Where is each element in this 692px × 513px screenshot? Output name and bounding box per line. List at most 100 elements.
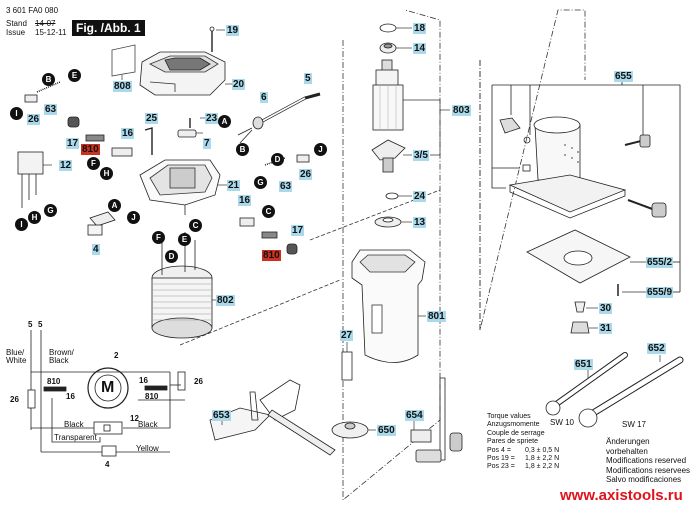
connector-F-coil: F [152,231,165,244]
wire-transparent: Transparent [54,433,97,442]
part-label-63-right[interactable]: 63 [279,181,293,192]
connector-26-right [296,154,310,163]
part-label-24[interactable]: 24 [413,191,427,202]
modifications-de: Änderungen vorbehalten [606,437,650,456]
part-label-651[interactable]: 651 [574,359,593,370]
motor-ref: 2 [114,351,119,360]
wiring-brush-810-left: 810 [47,377,61,386]
torque-values-block: Torque values Anzugsmomente Couple de se… [487,413,559,472]
part-label-6[interactable]: 6 [260,92,268,103]
part-number: 3 601 FA0 080 [6,6,59,15]
modifications-en: Modifications reserved [606,456,687,465]
motor-circle [87,367,129,409]
part-label-23[interactable]: 23 [205,113,219,124]
part-label-26-left[interactable]: 26 [27,114,41,125]
modifications-fr: Modifications reservees [606,465,691,475]
stand-label: Stand [6,19,27,28]
bearing-14 [379,42,397,54]
part-label-17-left[interactable]: 17 [66,138,80,149]
part-label-26-right[interactable]: 26 [299,169,313,180]
part-label-20[interactable]: 20 [232,79,246,90]
part-label-810-left[interactable]: 810 [81,144,100,155]
brush-holder-16-left [111,147,133,157]
part-label-27[interactable]: 27 [340,330,354,341]
part-label-21[interactable]: 21 [227,180,241,191]
circlip-24 [385,192,399,200]
modifications-es: Salvo modificaciones [606,475,682,484]
carbon-brush-810-left [85,134,105,142]
wiring-cap-26-left: 26 [10,395,19,404]
part-label-801[interactable]: 801 [427,311,446,322]
torque-row: Pos 4 =0,3 ± 0,5 N [487,446,560,454]
part-label-655-9[interactable]: 655/9 [646,287,674,298]
part-label-12[interactable]: 12 [59,160,73,171]
guide-adapter-654 [410,377,463,463]
router-base-655 [499,116,667,219]
wiring-holder-16-right: 16 [139,376,148,385]
part-label-655-2[interactable]: 655/2 [646,257,674,268]
part-label-19[interactable]: 19 [226,25,240,36]
torque-row: Pos 19 =1,8 ± 2,2 N [487,455,560,463]
connector-F-left: F [87,157,100,170]
modifications-notice: Änderungen vorbehalten Modifications res… [606,437,692,485]
wire-black-right: Black [138,420,158,429]
issue-label: Issue [6,28,26,37]
figure-title: Fig. /Abb. 1 [72,20,145,36]
part-label-810-right[interactable]: 810 [262,250,281,261]
part-label-650[interactable]: 650 [377,425,396,436]
wiring-switch-4: 4 [105,460,110,469]
part-label-25[interactable]: 25 [145,113,159,124]
part-label-652[interactable]: 652 [647,343,666,354]
wrench-651 [545,352,628,416]
connector-C-right: C [262,205,275,218]
label-plate-808 [111,44,136,77]
capacitor-26-right [177,371,186,391]
part-label-16-left[interactable]: 16 [121,128,135,139]
connector-D-coil: D [165,250,178,263]
part-label-7[interactable]: 7 [203,138,211,149]
template-guide-650 [331,421,369,439]
wiring-terminal-5-left: 5 [28,320,33,329]
switch-4 [87,211,116,236]
stand-value: 14-07 [35,19,56,28]
part-label-803[interactable]: 803 [452,105,471,116]
housing-cap-20 [139,51,226,96]
website-link[interactable]: www.axistools.ru [560,487,683,504]
brush-cap-17-left [67,116,80,128]
hex-key-25 [144,127,153,155]
part-label-5[interactable]: 5 [304,73,312,84]
part-label-63-left[interactable]: 63 [44,104,58,115]
part-label-31[interactable]: 31 [599,323,613,334]
part-label-808[interactable]: 808 [113,81,132,92]
part-label-13[interactable]: 13 [413,217,427,228]
connector-E-coil: E [178,233,191,246]
torque-title-fr: Couple de serrage [487,429,545,437]
switch-symbol [101,445,117,457]
wiring-terminal-5-right: 5 [38,320,43,329]
wire-yellow: Yellow [136,444,159,453]
torque-row: Pos 23 =1,8 ± 2,2 N [487,463,560,471]
suppressor-12 [17,151,44,208]
part-label-3-5[interactable]: 3/5 [413,150,429,161]
torque-title-es: Pares de spriete [487,438,538,446]
part-label-653[interactable]: 653 [212,410,231,421]
circlip-18 [379,23,397,33]
connector-26-left [24,94,38,103]
connector-B-right: B [236,143,249,156]
part-label-655[interactable]: 655 [614,71,633,82]
wiring-suppressor-12: 12 [130,414,139,423]
capacitor-26-left [27,389,36,409]
part-label-18[interactable]: 18 [413,23,427,34]
part-label-17-right[interactable]: 17 [291,225,305,236]
connector-H-top: H [100,167,113,180]
wire-black-left: Black [64,420,84,429]
part-label-4[interactable]: 4 [92,244,100,255]
part-label-802[interactable]: 802 [216,295,235,306]
wire-blue-white: Blue/ White [6,348,27,365]
part-label-30[interactable]: 30 [599,303,613,314]
part-label-16-right[interactable]: 16 [238,195,252,206]
part-label-14[interactable]: 14 [413,43,427,54]
part-label-654[interactable]: 654 [405,410,424,421]
cable-clamp-7 [177,129,197,138]
